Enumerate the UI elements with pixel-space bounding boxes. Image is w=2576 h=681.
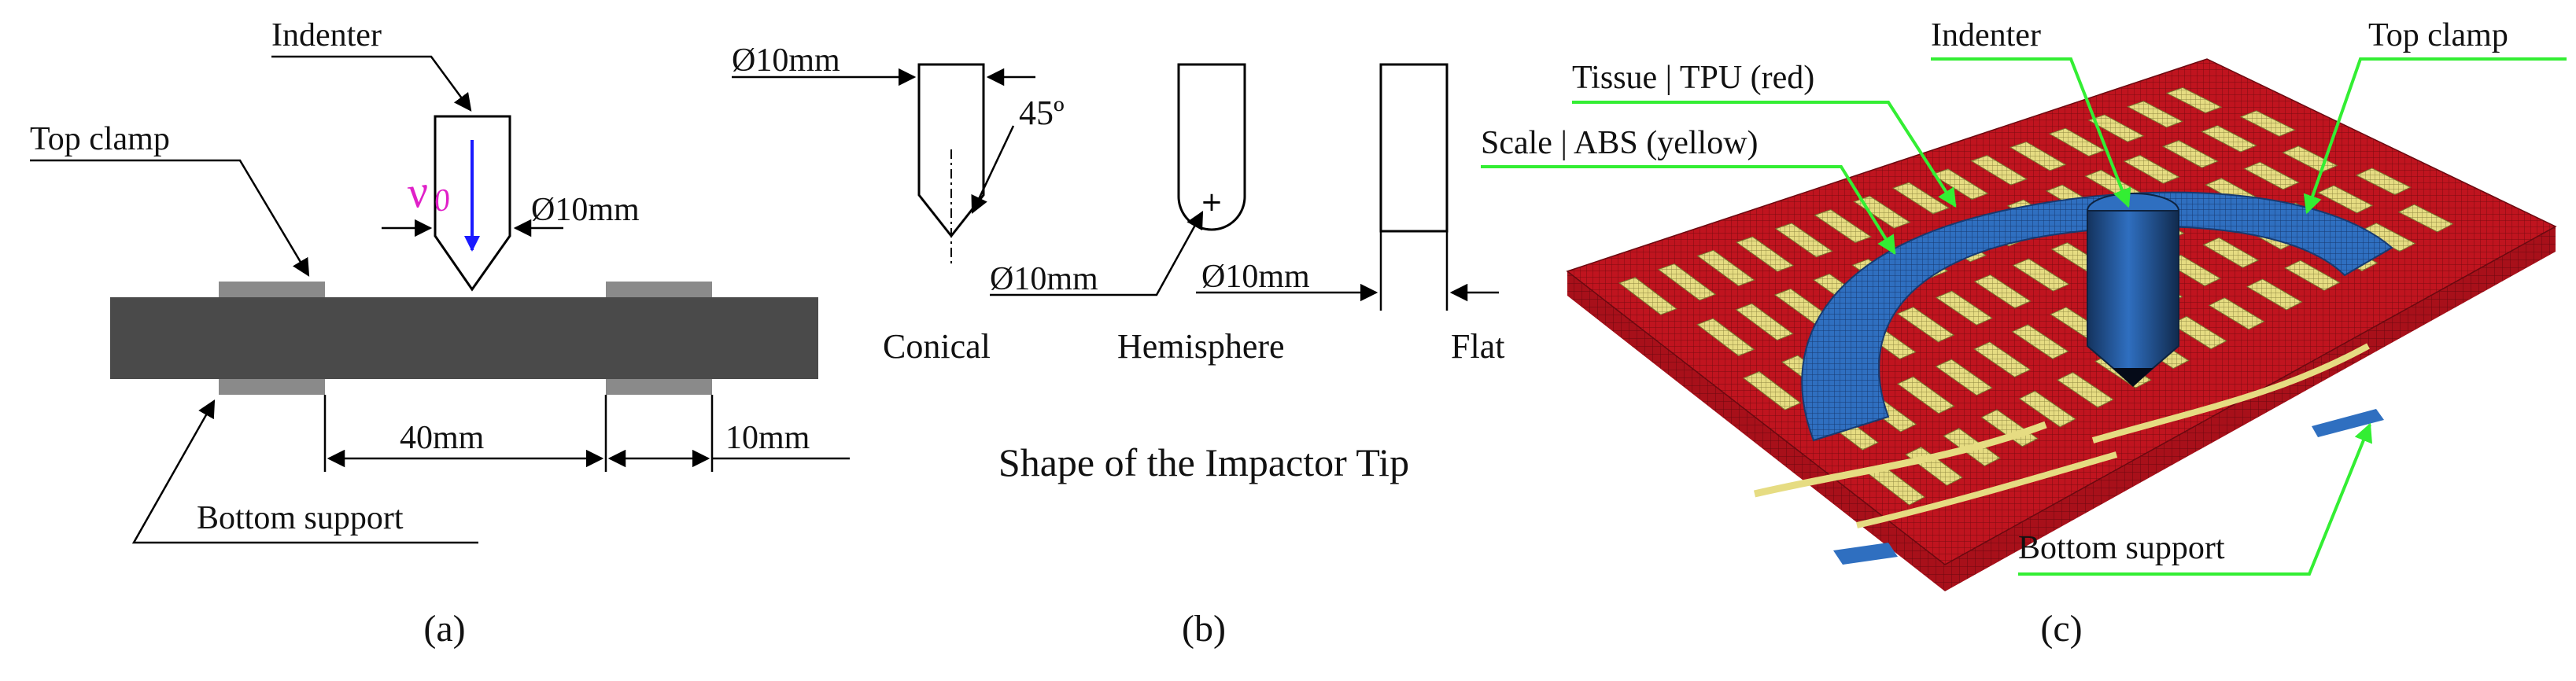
scale-plate	[1896, 376, 1955, 414]
panel-a: v 0 Indenter Top clamp Bottom support Ø1…	[30, 17, 850, 650]
scale-plate	[2317, 185, 2374, 214]
scale-plate	[2239, 110, 2296, 137]
bottom-support-label: Bottom support	[197, 500, 404, 536]
scale-fiber-1	[1753, 421, 2047, 498]
plate-side-front	[1567, 271, 1945, 591]
scale-plate	[1814, 209, 1873, 244]
bottom-support-right-3d	[2312, 409, 2384, 437]
scale-plate	[1970, 155, 2028, 186]
scale-plate	[2201, 125, 2257, 153]
flat-name: Flat	[1451, 327, 1504, 366]
scale-plate	[1935, 290, 1993, 326]
scale-plate	[2397, 204, 2454, 233]
panel-b: 45º Ø10mm Conical + Ø10mm Hemisphere Ø10…	[732, 42, 1504, 650]
span-label: 40mm	[400, 420, 485, 456]
indenter-leader-c	[1931, 57, 2131, 208]
indenter-label-c: Indenter	[1931, 17, 2041, 53]
scale-plate	[2087, 114, 2145, 142]
scale-leader	[1481, 165, 1896, 256]
scale-plate	[2170, 315, 2227, 350]
hemisphere-tip-shape	[1177, 63, 1246, 231]
scale-plate	[2018, 390, 2076, 428]
bottom-support-leader	[131, 399, 478, 544]
scale-plate	[2012, 258, 2070, 292]
top-clamp-label: Top clamp	[30, 121, 170, 157]
scale-plate	[1973, 274, 2032, 309]
scale-plate	[1657, 263, 1717, 301]
diameter-label: Ø10mm	[531, 192, 640, 228]
scale-plate	[1973, 341, 2032, 378]
scale-plate	[2161, 140, 2219, 168]
conical-angle-label: 45º	[1019, 94, 1065, 132]
scale-plate	[1736, 236, 1795, 272]
scale-plate	[1853, 195, 1911, 229]
scale-plate	[2165, 87, 2223, 114]
bottom-support-label-c: Bottom support	[2018, 530, 2225, 566]
scale-plate	[1696, 249, 1755, 287]
flat-diameter-label: Ø10mm	[1201, 259, 1310, 295]
hemisphere-diameter-leader	[990, 211, 1204, 296]
bottom-support-left-3d	[1833, 543, 1898, 565]
bottom-support-right	[606, 379, 712, 395]
indenter-body	[2087, 210, 2179, 387]
indenter-label: Indenter	[271, 17, 382, 53]
scale-plate	[2011, 324, 2069, 359]
scale-plate	[2202, 237, 2260, 268]
scale-plate	[1896, 306, 1955, 343]
conical-diameter-label: Ø10mm	[732, 42, 840, 79]
panel-b-title: Shape of the Impactor Tip	[998, 440, 1409, 484]
scale-plate	[1735, 303, 1794, 341]
top-clamp-leader	[30, 159, 310, 277]
indenter-shape	[434, 115, 511, 292]
scale-plate	[2284, 260, 2341, 291]
scale-plate	[2009, 141, 2067, 171]
scale-plate	[1774, 223, 1833, 258]
plate-side-right	[1945, 226, 2556, 591]
scale-plate	[2048, 127, 2106, 157]
scale-fiber-2	[1856, 451, 2118, 528]
scale-plate	[2123, 154, 2180, 184]
conical-angle-leader	[971, 125, 1015, 215]
top-clamp-label-c: Top clamp	[2368, 17, 2508, 53]
scale-fiber-3	[2091, 343, 2370, 444]
conical-name: Conical	[883, 327, 991, 366]
caption-b: (b)	[1182, 608, 1226, 650]
bottom-support-left	[219, 379, 325, 395]
scale-plate	[2208, 297, 2265, 330]
top-clamp-left	[219, 282, 325, 297]
indenter-leader	[271, 55, 472, 112]
clamp-width-label: 10mm	[725, 420, 810, 456]
scale-plate	[1618, 277, 1677, 315]
scale-plate	[2126, 101, 2183, 128]
hemisphere-center-mark: +	[1201, 186, 1223, 218]
top-clamp-arc	[1801, 191, 2393, 442]
scale-plate	[1935, 359, 1993, 396]
hemisphere-name: Hemisphere	[1117, 327, 1285, 366]
caption-c: (c)	[2040, 608, 2082, 650]
hemisphere-diameter-label: Ø10mm	[990, 261, 1098, 297]
scale-plate	[1742, 370, 1802, 410]
panel-c: Tissue | TPU (red) Scale | ABS (yellow) …	[1481, 17, 2567, 650]
caption-a: (a)	[423, 608, 465, 650]
top-clamp-right	[606, 282, 712, 297]
scale-plate	[1696, 318, 1755, 357]
scale-plate	[2355, 167, 2412, 196]
indenter-tip	[2113, 368, 2153, 387]
bottom-support-leader-c	[2018, 422, 2373, 576]
scale-plate	[2056, 371, 2114, 408]
tissue-leader	[1572, 101, 1957, 208]
conical-tip-shape	[917, 63, 985, 238]
tissue-label: Tissue | TPU (red)	[1572, 60, 1814, 96]
scale-plate	[1931, 168, 1989, 201]
scale-plate	[1891, 182, 1950, 215]
scale-label: Scale | ABS (yellow)	[1481, 125, 1759, 161]
velocity-symbol: v	[404, 165, 431, 219]
flat-tip-shape	[1379, 63, 1449, 233]
top-clamp-leader-c	[2303, 57, 2567, 215]
scale-plate	[2246, 278, 2303, 311]
specimen-beam	[110, 297, 818, 379]
scale-plate	[2243, 161, 2300, 190]
